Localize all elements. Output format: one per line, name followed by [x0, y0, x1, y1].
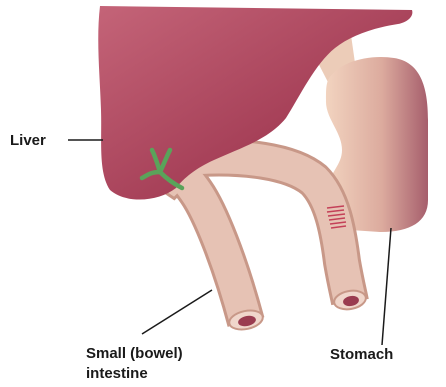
small-intestine-label-line2: intestine — [86, 365, 148, 382]
stomach-leader-line — [382, 228, 391, 345]
stomach-label: Stomach — [330, 346, 393, 363]
small-intestine-label-line1: Small (bowel) — [86, 345, 183, 362]
small-intestine-leader-line — [142, 290, 212, 334]
small-intestine-tube — [168, 158, 350, 322]
liver-label: Liver — [10, 132, 46, 149]
